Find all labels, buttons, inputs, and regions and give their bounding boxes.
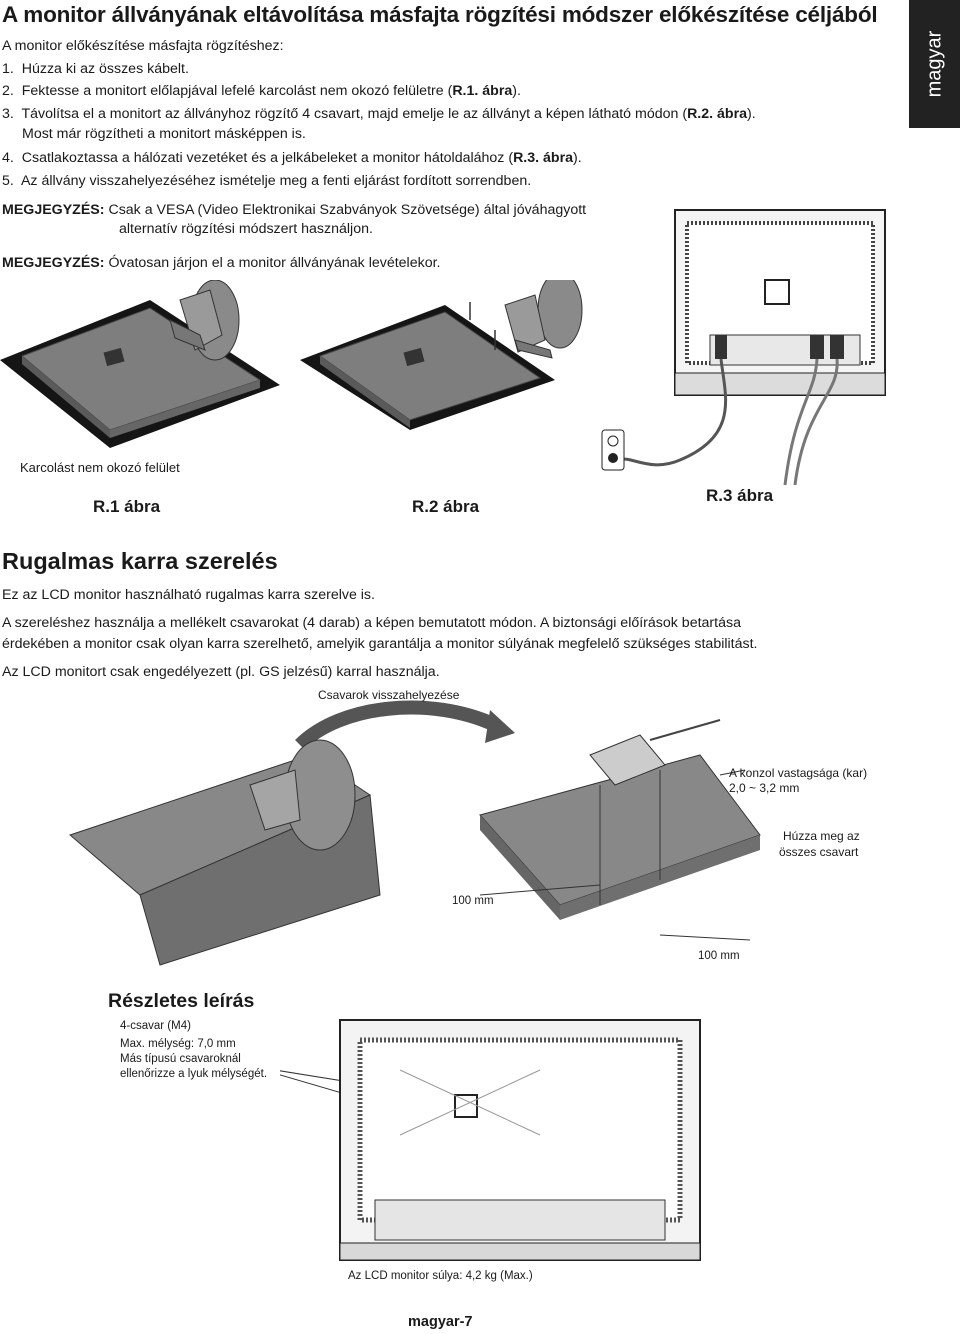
step-3-line2: Most már rögzítheti a monitort másképpen… bbox=[22, 126, 306, 142]
intro-text: A monitor előkészítése másfajta rögzítés… bbox=[2, 38, 284, 54]
page-footer: magyar-7 bbox=[408, 1314, 473, 1330]
dimension-label-1: 100 mm bbox=[452, 895, 494, 907]
bracket-range-label: 2,0 ~ 3,2 mm bbox=[729, 781, 800, 795]
depth-label-3: ellenőrizze a lyuk mélységét. bbox=[120, 1068, 268, 1080]
scratch-caption: Karcolást nem okozó felület bbox=[20, 460, 180, 475]
arm-paragraph-3: Az LCD monitort csak engedélyezett (pl. … bbox=[2, 664, 440, 680]
figure-r2 bbox=[300, 280, 583, 430]
detail-monitor-back-figure bbox=[280, 1019, 701, 1261]
depth-label-1: Max. mélység: 7,0 mm bbox=[120, 1038, 236, 1050]
language-tab: magyar bbox=[909, 0, 960, 128]
arm-paragraph-2b: érdekében a monitor csak olyan karra sze… bbox=[2, 636, 758, 652]
figure-r3-label: R.3 ábra bbox=[706, 486, 774, 505]
section-heading-arm: Rugalmas karra szerelés bbox=[2, 548, 278, 574]
bracket-thickness-label: A konzol vastagsága (kar) bbox=[729, 766, 868, 780]
screw-replace-label: Csavarok visszahelyezése bbox=[318, 688, 460, 702]
arm-mount-figure bbox=[69, 700, 761, 966]
figure-r3 bbox=[601, 209, 886, 486]
step-4: 4. Csatlakoztassa a hálózati vezetéket é… bbox=[2, 150, 582, 166]
note-2: MEGJEGYZÉS: Óvatosan járjon el a monitor… bbox=[2, 255, 441, 271]
dimension-label-2: 100 mm bbox=[698, 950, 740, 962]
step-2: 2. Fektesse a monitort előlapjával lefel… bbox=[2, 83, 521, 99]
language-tab-label: magyar bbox=[923, 30, 945, 98]
figure-r1-label: R.1 ábra bbox=[93, 497, 161, 516]
arm-paragraph-2a: A szereléshez használja a mellékelt csav… bbox=[2, 615, 741, 631]
note-1: MEGJEGYZÉS: Csak a VESA (Video Elektroni… bbox=[2, 202, 587, 218]
tighten-label-2: összes csavart bbox=[779, 845, 859, 859]
note-1-line2: alternatív rögzítési módszert használjon… bbox=[119, 221, 373, 237]
figure-r1 bbox=[0, 280, 280, 448]
page-title: A monitor állványának eltávolítása másfa… bbox=[2, 2, 878, 27]
step-1: 1. Húzza ki az összes kábelt. bbox=[2, 61, 189, 77]
figure-r2-label: R.2 ábra bbox=[412, 497, 480, 516]
step-3: 3. Távolítsa el a monitort az állványhoz… bbox=[2, 106, 756, 122]
monitor-weight-label: Az LCD monitor súlya: 4,2 kg (Max.) bbox=[348, 1270, 533, 1282]
detail-heading: Részletes leírás bbox=[108, 990, 255, 1012]
arm-paragraph-1: Ez az LCD monitor használható rugalmas k… bbox=[2, 587, 375, 603]
screw-spec-label: 4-csavar (M4) bbox=[120, 1020, 191, 1032]
step-5: 5. Az állvány visszahelyezéséhez ismétel… bbox=[2, 173, 532, 189]
depth-label-2: Más típusú csavaroknál bbox=[120, 1053, 241, 1065]
tighten-label-1: Húzza meg az bbox=[783, 829, 860, 843]
